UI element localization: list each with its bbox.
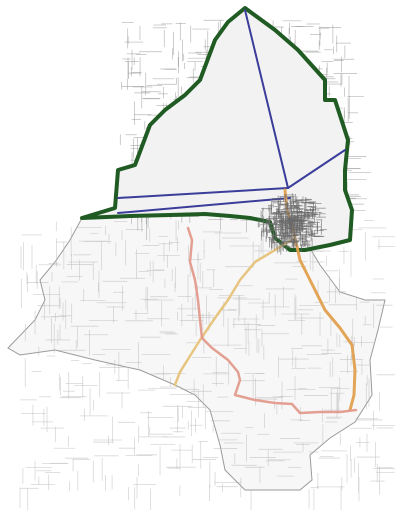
divider-line-northeast xyxy=(287,149,346,189)
county-area xyxy=(7,205,386,491)
route-yellow xyxy=(173,236,297,387)
zone-divider-lines xyxy=(117,9,346,214)
route-pink xyxy=(186,226,358,415)
town-core xyxy=(257,193,327,255)
divider-line-west xyxy=(117,197,291,214)
divider-line-north xyxy=(244,9,289,189)
divider-line-southwest xyxy=(117,187,289,199)
